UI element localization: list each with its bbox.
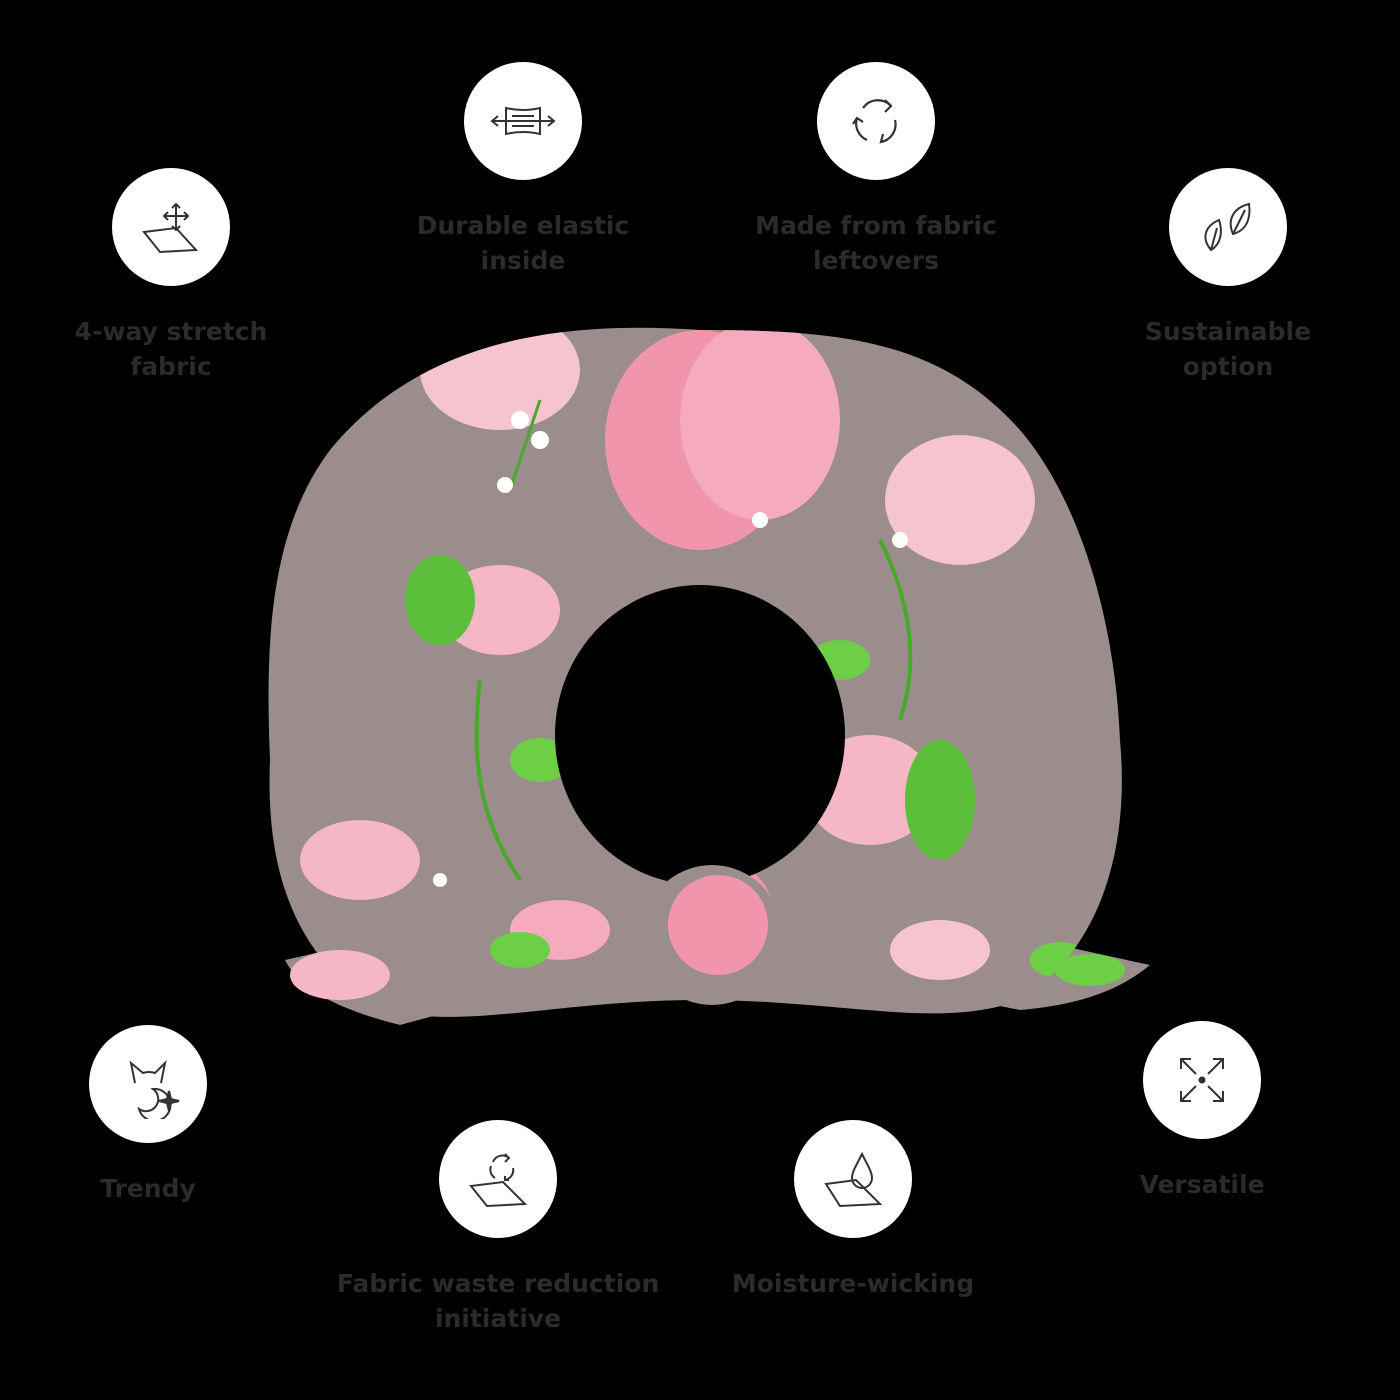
elastic-icon — [464, 62, 582, 180]
water-drop-icon — [794, 1120, 912, 1238]
feature-label: Fabric waste reduction initiative — [336, 1269, 660, 1333]
scrunchie-hole — [555, 585, 845, 885]
feature-label: Durable elastic inside — [416, 211, 630, 275]
feature-moisture: Moisture-wicking — [683, 1120, 1023, 1301]
feature-leftovers: Made from fabric leftovers — [706, 62, 1046, 278]
fabric-recycle-icon — [439, 1120, 557, 1238]
feature-label: Sustainable option — [1144, 317, 1312, 381]
feature-label: 4-way stretch fabric — [74, 317, 268, 381]
recycle-icon — [817, 62, 935, 180]
feature-waste: Fabric waste reduction initiative — [328, 1120, 668, 1336]
leaves-icon — [1169, 168, 1287, 286]
feature-trendy: Trendy — [0, 1025, 318, 1206]
feature-label: Versatile — [1139, 1170, 1265, 1199]
feature-sustainable: Sustainable option — [1058, 168, 1398, 384]
feature-label: Trendy — [100, 1174, 196, 1203]
feature-elastic: Durable elastic inside — [353, 62, 693, 278]
expand-arrows-icon — [1143, 1021, 1261, 1139]
feature-versatile: Versatile — [1032, 1021, 1372, 1202]
stretch-fabric-icon — [112, 168, 230, 286]
trendy-icon — [89, 1025, 207, 1143]
feature-stretch: 4-way stretch fabric — [1, 168, 341, 384]
feature-label: Made from fabric leftovers — [755, 211, 997, 275]
flower-pattern — [300, 327, 1090, 980]
feature-label: Moisture-wicking — [731, 1269, 975, 1298]
